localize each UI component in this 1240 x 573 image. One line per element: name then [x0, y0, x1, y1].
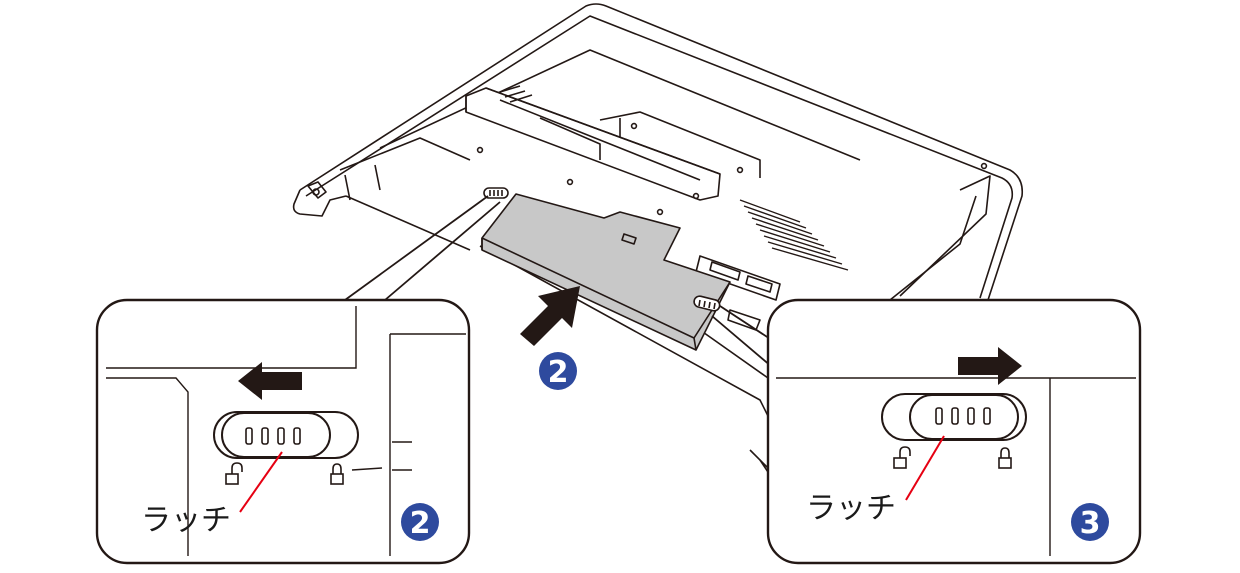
left-step-number: 2	[410, 506, 431, 541]
unlock-icon	[225, 462, 243, 485]
right-step-badge: 3	[1071, 503, 1109, 541]
push-arrow-icon	[520, 286, 580, 346]
right-callout: ラッチ 3	[766, 298, 1142, 565]
main-step-badge: 2	[539, 352, 577, 390]
lock-icon	[998, 447, 1012, 469]
right-latch	[881, 393, 1027, 441]
left-callout: ラッチ 2	[95, 298, 471, 565]
lock-icon	[330, 463, 344, 485]
right-latch-label: ラッチ	[806, 491, 896, 526]
arrow-right-icon	[958, 347, 1022, 385]
main-step-number: 2	[548, 355, 569, 390]
left-step-badge: 2	[401, 503, 439, 541]
left-latch	[213, 411, 359, 459]
unlock-icon	[893, 446, 911, 469]
latch-pointer	[905, 435, 945, 501]
latch-pointer	[239, 451, 283, 513]
arrow-left-icon	[238, 362, 302, 400]
right-step-number: 3	[1080, 506, 1101, 541]
device-underside	[292, 3, 1024, 491]
left-latch-label: ラッチ	[141, 503, 231, 538]
battery-pack	[481, 193, 731, 351]
